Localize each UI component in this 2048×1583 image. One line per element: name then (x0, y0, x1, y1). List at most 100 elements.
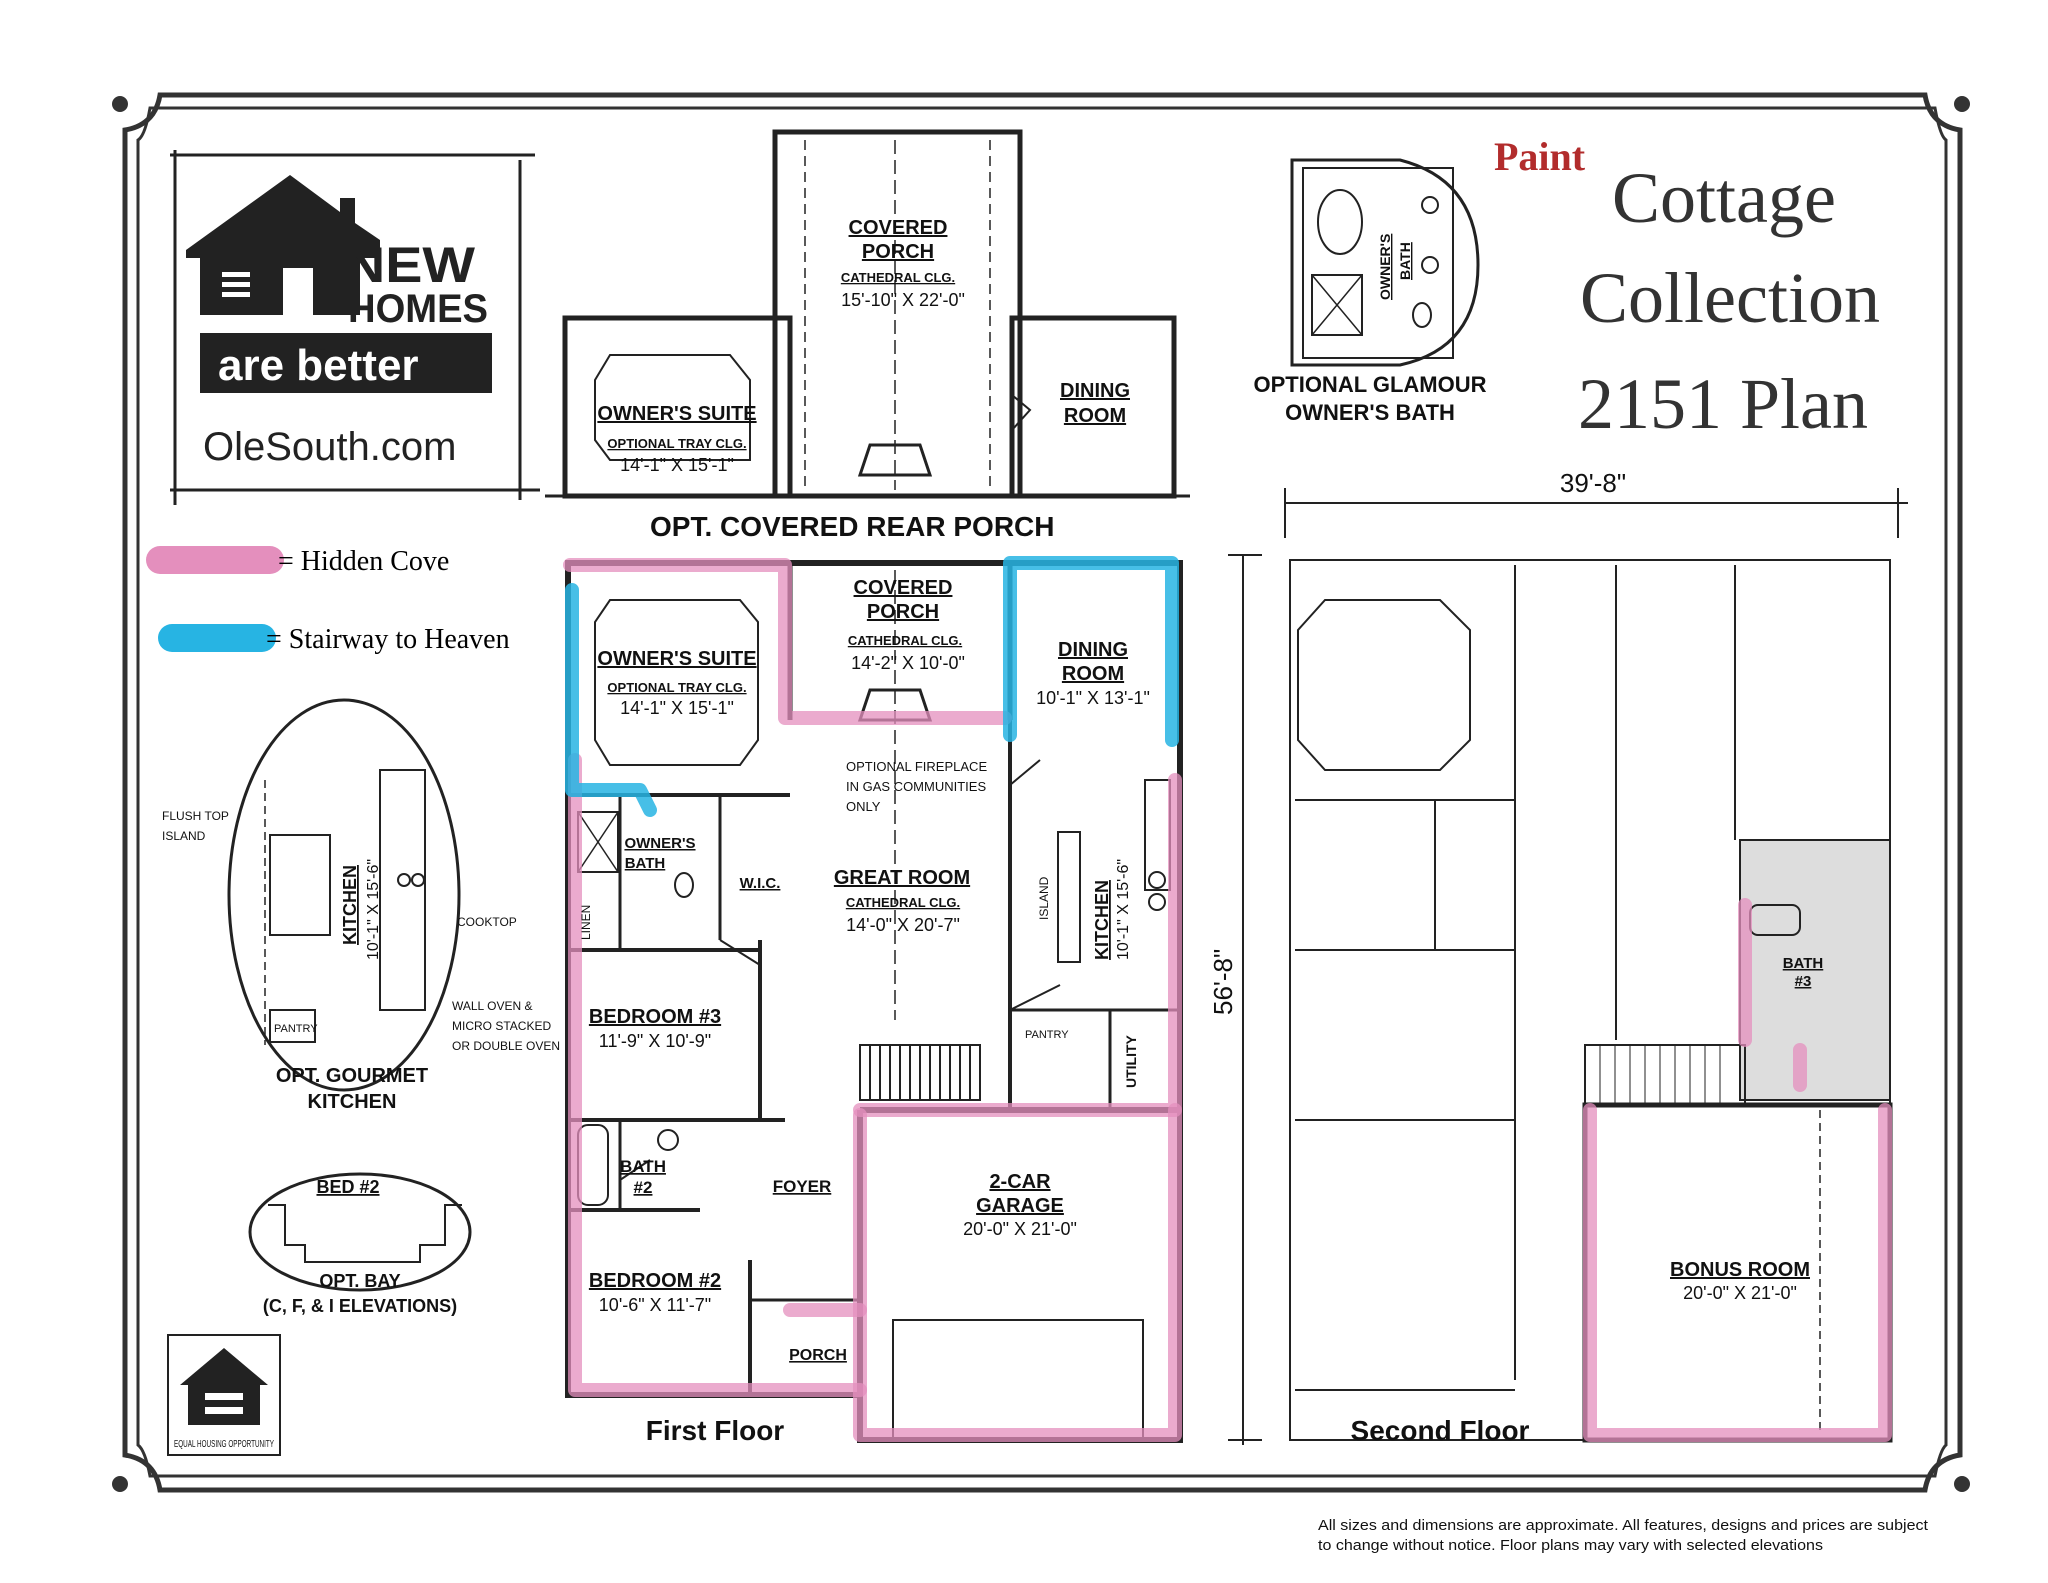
website-link[interactable]: OleSouth.com (203, 425, 456, 469)
great-room-label: GREAT ROOM (834, 867, 970, 889)
bonus-room-dim: 20'-0" X 21'-0" (1683, 1283, 1797, 1303)
rear-porch-covered-label: COVERED (849, 217, 948, 239)
second-floor-caption: Second Floor (1351, 1415, 1530, 1446)
hidden-cove-highlight-second-floor (1583, 898, 1892, 1442)
width-dimension-label: 39'-8" (1560, 468, 1626, 498)
owners-suite-dim: 14'-1" X 15'-1" (620, 698, 734, 718)
glamour-bath-plan (1290, 158, 1480, 367)
rear-dining-label-2: ROOM (1064, 405, 1126, 427)
bay-option-plan (248, 1172, 472, 1292)
walk-in-closet-label: W.I.C. (740, 875, 781, 892)
rear-owners-suite-dim: 14'-1" X 15'-1" (620, 455, 734, 475)
gourmet-kitchen-label: KITCHEN (340, 865, 360, 945)
disclaimer-line-2: to change without notice. Floor plans ma… (1318, 1537, 1823, 1554)
corner-dots (112, 96, 1970, 1492)
gourmet-kitchen-dim: 10'-1" X 15'-6" (365, 859, 382, 960)
legend-label-hidden-cove: = Hidden Cove (278, 546, 449, 577)
great-room-ceiling: CATHEDRAL CLG. (846, 895, 960, 910)
dining-room-dim: 10'-1" X 13'-1" (1036, 688, 1150, 708)
company-logo: NEW HOMES are better OleSouth.com (170, 150, 540, 505)
rear-dining-label: DINING (1060, 380, 1130, 402)
bay-bed-label: BED #2 (316, 1177, 379, 1197)
wall-oven-note: WALL OVEN & (452, 999, 532, 1013)
kitchen-dim: 10'-1" X 15'-6" (1115, 859, 1132, 960)
title-line-3: 2151 Plan (1578, 364, 1868, 444)
dining-room-label: DINING (1058, 639, 1128, 661)
bedroom-3-dim: 11'-9" X 10'-9" (599, 1031, 711, 1051)
logo-tagline: are better (218, 341, 419, 390)
rear-porch-caption: OPT. COVERED REAR PORCH (650, 511, 1055, 542)
bedroom-2-dim: 10'-6" X 11'-7" (599, 1295, 711, 1315)
rear-porch-covered-label-2: PORCH (862, 241, 934, 263)
rear-owners-suite-ceiling: OPTIONAL TRAY CLG. (607, 436, 746, 451)
cooktop-note: COOKTOP (457, 915, 517, 929)
house-icon (186, 175, 380, 315)
logo-line-homes: HOMES (348, 287, 488, 331)
equal-housing-logo: EQUAL HOUSING OPPORTUNITY (167, 1334, 281, 1456)
bedroom-3-label: BEDROOM #3 (589, 1006, 721, 1028)
dining-room-label-2: ROOM (1062, 663, 1124, 685)
glamour-bath-label-2: BATH (1397, 242, 1413, 280)
flush-top-island-note-2: ISLAND (162, 829, 206, 843)
island-label: ISLAND (1037, 876, 1051, 920)
first-floor-covered-porch-dim: 14'-2" X 10'-0" (851, 653, 965, 673)
paint-tag: Paint (1494, 134, 1586, 179)
bath-2-label-2: #2 (634, 1178, 653, 1197)
wall-oven-note-3: OR DOUBLE OVEN (452, 1039, 560, 1053)
bath-3-label-2: #3 (1795, 973, 1812, 990)
fireplace-note-3: ONLY (846, 799, 881, 814)
legend-label-stairway: = Stairway to Heaven (266, 624, 510, 655)
linen-label: LINEN (579, 905, 593, 940)
wall-oven-note-2: MICRO STACKED (452, 1019, 551, 1033)
hidden-cove-highlight-first-floor (563, 558, 1182, 1442)
bonus-room-label: BONUS ROOM (1670, 1259, 1810, 1281)
bath-2-label: BATH (620, 1157, 666, 1176)
glamour-bath-caption-2: OWNER'S BATH (1285, 400, 1455, 425)
owners-suite-label: OWNER'S SUITE (597, 648, 756, 670)
porch-label: PORCH (789, 1347, 847, 1364)
garage-label: 2-CAR (989, 1171, 1051, 1193)
gourmet-pantry-label: PANTRY (274, 1023, 318, 1035)
great-room-dim: 14'-0" X 20'-7" (846, 915, 960, 935)
gourmet-kitchen-caption-2: KITCHEN (308, 1091, 397, 1113)
flush-top-island-note: FLUSH TOP (162, 809, 229, 823)
staircase (859, 1044, 981, 1101)
owners-bath-label: OWNER'S (624, 835, 695, 852)
bedroom-2-label: BEDROOM #2 (589, 1270, 721, 1292)
gourmet-kitchen-plan (227, 698, 461, 1092)
pantry-label: PANTRY (1025, 1029, 1069, 1041)
legend: = Hidden Cove = Stairway to Heaven (146, 546, 510, 655)
foyer-label: FOYER (773, 1177, 832, 1196)
rear-porch-covered-dim: 15'-10" X 22'-0" (841, 290, 965, 310)
kitchen-label: KITCHEN (1092, 880, 1112, 960)
width-dimension-line (1284, 488, 1908, 538)
owners-suite-ceiling: OPTIONAL TRAY CLG. (607, 680, 746, 695)
gourmet-kitchen-caption: OPT. GOURMET (276, 1065, 428, 1087)
glamour-bath-label: OWNER'S (1377, 234, 1393, 300)
equal-housing-text: EQUAL HOUSING OPPORTUNITY (174, 1439, 274, 1450)
bay-caption: OPT. BAY (319, 1271, 400, 1291)
title-line-1: Cottage (1612, 158, 1836, 238)
fireplace-note-2: IN GAS COMMUNITIES (846, 779, 986, 794)
stairway-to-heaven-highlight-first-floor (565, 556, 1179, 817)
depth-dimension-line (1228, 554, 1262, 1445)
owners-bath-label-2: BATH (625, 855, 666, 872)
first-floor-covered-porch-label-2: PORCH (867, 601, 939, 623)
fireplace-note: OPTIONAL FIREPLACE (846, 759, 987, 774)
rear-porch-covered-ceiling: CATHEDRAL CLG. (841, 270, 955, 285)
bath-3-label: BATH (1783, 955, 1824, 972)
garage-dim: 20'-0" X 21'-0" (963, 1219, 1077, 1239)
rear-porch-plan (545, 129, 1190, 499)
first-floor-covered-porch-ceiling: CATHEDRAL CLG. (848, 633, 962, 648)
first-floor-caption: First Floor (646, 1415, 785, 1446)
depth-dimension-label: 56'-8" (1208, 949, 1238, 1015)
glamour-bath-caption: OPTIONAL GLAMOUR (1253, 372, 1486, 397)
title-line-2: Collection (1580, 258, 1880, 338)
logo-line-new: NEW (345, 237, 476, 293)
disclaimer-line-1: All sizes and dimensions are approximate… (1318, 1517, 1929, 1534)
first-floor-covered-porch-label: COVERED (854, 577, 953, 599)
bay-caption-2: (C, F, & I ELEVATIONS) (263, 1296, 457, 1316)
garage-label-2: GARAGE (976, 1195, 1064, 1217)
utility-label: UTILITY (1123, 1034, 1139, 1088)
